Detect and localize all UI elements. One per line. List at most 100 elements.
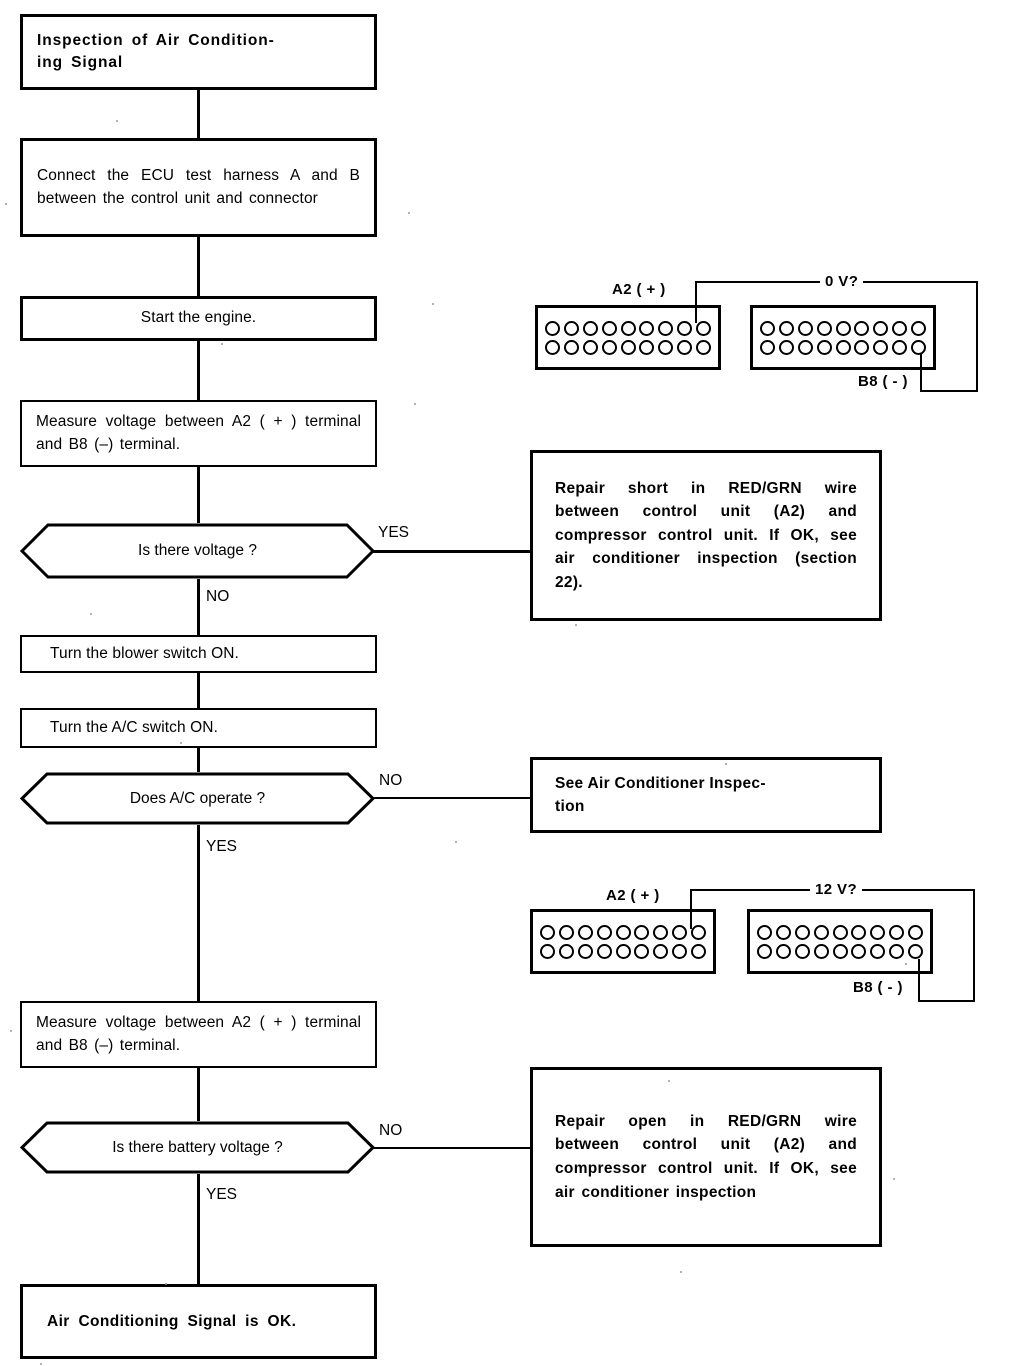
pin: [577, 943, 593, 959]
flow-node-decision2: Does A/C operate ?: [19, 772, 376, 825]
pin-b8-marked: [911, 339, 926, 355]
flow-node-acswitch: Turn the A/C switch ON.: [20, 708, 377, 748]
diagram-12v-negative-label: B8 ( - ): [853, 979, 903, 996]
pin: [540, 924, 555, 940]
pin: [892, 320, 908, 336]
branch-d2-no-line: [373, 797, 531, 799]
pin: [615, 924, 631, 940]
diagram-0v-wire-a2-vertical: [695, 281, 697, 323]
flow-node-repair-open: Repair open in RED/GRN wire between cont…: [530, 1067, 882, 1247]
pin: [760, 339, 775, 355]
diagram-12v-right-connector: [747, 909, 933, 974]
pin: [816, 339, 832, 355]
diagram-0v-wire-b8-vertical: [920, 353, 922, 392]
pin: [658, 339, 674, 355]
scan-speckle: [408, 212, 410, 214]
pin: [620, 320, 636, 336]
pin: [577, 924, 593, 940]
scan-speckle: [668, 1080, 670, 1082]
connector-engine-to-measure1: [197, 341, 200, 400]
scan-speckle: [455, 841, 457, 843]
pin: [634, 924, 650, 940]
pin: [794, 943, 810, 959]
branch-d1-no-line: [197, 579, 200, 635]
diagram-12v-voltage-label: 12 V?: [810, 881, 863, 898]
diagram-0v-voltage-label: 0 V?: [820, 273, 864, 290]
pin: [851, 943, 867, 959]
pin: [596, 924, 612, 940]
diagram-12v-wire-bottom: [918, 1000, 975, 1002]
pin-row: [757, 923, 923, 942]
pin-row: [545, 319, 711, 338]
pin: [696, 320, 711, 336]
pin: [563, 320, 579, 336]
flow-node-engine: Start the engine.: [20, 296, 377, 341]
pin-row: [757, 942, 923, 961]
pin-row: [545, 338, 711, 357]
flow-node-decision3-label: Is there battery voltage ?: [112, 1138, 283, 1156]
scan-speckle: [414, 403, 416, 405]
diagram-0v-negative-label: B8 ( - ): [858, 373, 908, 390]
pin: [813, 943, 829, 959]
pin: [911, 320, 926, 336]
flow-node-blower-label: Turn the blower switch ON.: [50, 644, 239, 662]
pin: [672, 943, 688, 959]
branch-d1-no-label: NO: [206, 588, 230, 605]
pin: [760, 320, 775, 336]
pin: [639, 320, 655, 336]
branch-d3-no-label: NO: [379, 1122, 403, 1139]
flow-node-decision1: Is there voltage ?: [19, 523, 376, 579]
pin-a2-marked: [672, 924, 688, 940]
pin: [873, 320, 889, 336]
pin: [816, 320, 832, 336]
connector-measure2-to-decision3: [197, 1068, 200, 1121]
pin: [639, 339, 655, 355]
branch-d2-yes-line: [197, 825, 200, 1001]
pin: [794, 924, 810, 940]
pin-row: [540, 923, 706, 942]
pin: [870, 943, 886, 959]
pin: [691, 924, 706, 940]
flow-node-ok: Air Conditioning Signal is OK.: [20, 1284, 377, 1359]
branch-d3-yes-label: YES: [206, 1186, 238, 1203]
diagram-0v-right-connector: [750, 305, 936, 370]
connector-start-to-connect: [197, 90, 200, 138]
flow-node-repair-short-label: Repair short in RED/GRN wire between con…: [555, 479, 857, 591]
scan-speckle: [10, 1030, 12, 1032]
scan-speckle: [575, 624, 577, 626]
pin: [596, 943, 612, 959]
scan-speckle: [725, 763, 727, 765]
pin-row: [540, 942, 706, 961]
connector-diagram-12v: A2 ( + ) B8 ( - ) 12 V?: [510, 875, 1010, 1005]
flow-node-start-label: Inspection of Air Condition- ing Signal: [37, 31, 275, 71]
pin: [832, 924, 848, 940]
scan-speckle: [116, 120, 118, 122]
pin: [873, 339, 889, 355]
pin: [870, 924, 886, 940]
pin: [658, 320, 674, 336]
branch-d1-yes-label: YES: [378, 524, 410, 541]
scan-speckle: [40, 1363, 42, 1365]
branch-d3-yes-line: [197, 1174, 200, 1284]
pin: [615, 943, 631, 959]
diagram-0v-wire-bottom: [920, 390, 978, 392]
connector-measure1-to-decision1: [197, 467, 200, 523]
pin: [797, 320, 813, 336]
pin: [653, 924, 669, 940]
pin: [892, 339, 908, 355]
flow-node-start: Inspection of Air Condition- ing Signal: [20, 14, 377, 90]
flow-node-blower: Turn the blower switch ON.: [20, 635, 377, 673]
diagram-12v-wire-right-vertical: [973, 889, 975, 1002]
flow-node-decision2-label: Does A/C operate ?: [129, 789, 266, 807]
scan-speckle: [680, 1271, 682, 1273]
connector-diagram-0v: A2 ( + ) B8 ( - ) 0 V?: [520, 270, 1020, 395]
scan-speckle: [5, 203, 7, 205]
pin: [558, 924, 574, 940]
pin: [582, 339, 598, 355]
pin-b8-marked: [908, 943, 923, 959]
flow-node-connect-label: Connect the ECU test harness A and B bet…: [37, 167, 360, 207]
pin-row: [760, 319, 926, 338]
flow-node-measure1: Measure voltage between A2 ( + ) termina…: [20, 400, 377, 467]
flow-node-acswitch-label: Turn the A/C switch ON.: [50, 718, 218, 736]
